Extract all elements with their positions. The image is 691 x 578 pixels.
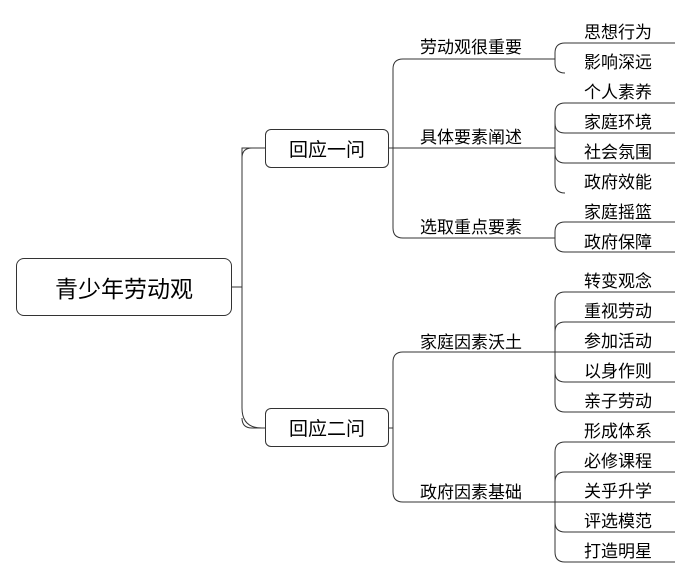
leaf-item: 必修课程 [584, 452, 652, 472]
connector-line [392, 58, 555, 148]
leaf-item: 思想行为 [584, 23, 652, 43]
connector-line [241, 417, 265, 429]
group-label-2-1: 家庭因素沃土 [420, 333, 522, 353]
connector-line [241, 147, 263, 429]
leaf-item: 亲子劳动 [584, 392, 652, 412]
leaf-item: 参加活动 [584, 332, 652, 352]
connector-line [554, 42, 675, 59]
leaf-item: 以身作则 [584, 362, 652, 382]
leaf-item: 转变观念 [584, 272, 652, 292]
group-label-2-2: 政府因素基础 [420, 483, 522, 503]
branch-label-2: 回应二问 [288, 418, 365, 440]
leaf-item: 形成体系 [584, 422, 652, 442]
leaf-item: 打造明星 [584, 542, 652, 562]
root-label: 青少年劳动观 [55, 277, 193, 303]
connector-line [554, 502, 675, 563]
leaf-item: 家庭环境 [584, 113, 652, 133]
leaf-item: 政府保障 [584, 233, 652, 253]
branch-label-1: 回应一问 [288, 139, 365, 161]
leaf-item: 重视劳动 [584, 302, 652, 322]
connector-line [392, 148, 555, 239]
group-label-1-1: 劳动观很重要 [420, 38, 522, 58]
connector-line [554, 321, 675, 352]
leaf-item: 影响深远 [584, 53, 652, 73]
root-node: 青少年劳动观 [16, 258, 232, 316]
connector-line [554, 59, 566, 74]
connector-line [554, 471, 675, 502]
connector-line [241, 147, 265, 159]
group-label-1-2: 具体要素阐述 [420, 128, 522, 148]
branch-node-1: 回应一问 [265, 129, 389, 168]
branch-node-2: 回应二问 [265, 408, 389, 447]
connector-line [554, 352, 675, 413]
connector-line [554, 102, 675, 148]
connector-line [554, 441, 675, 502]
connector-line [392, 428, 555, 503]
connector-line [554, 291, 675, 352]
connector-line [554, 221, 675, 238]
leaf-item: 家庭摇篮 [584, 203, 652, 223]
leaf-item: 评选模范 [584, 512, 652, 532]
connector-line [554, 148, 566, 194]
leaf-item: 个人素养 [584, 83, 652, 103]
leaf-item: 社会氛围 [584, 143, 652, 163]
group-label-1-3: 选取重点要素 [420, 218, 522, 238]
connector-line [392, 351, 555, 428]
leaf-item: 关乎升学 [584, 482, 652, 502]
leaf-item: 政府效能 [584, 173, 652, 193]
connector-line [554, 122, 675, 148]
connector-line [554, 238, 675, 253]
